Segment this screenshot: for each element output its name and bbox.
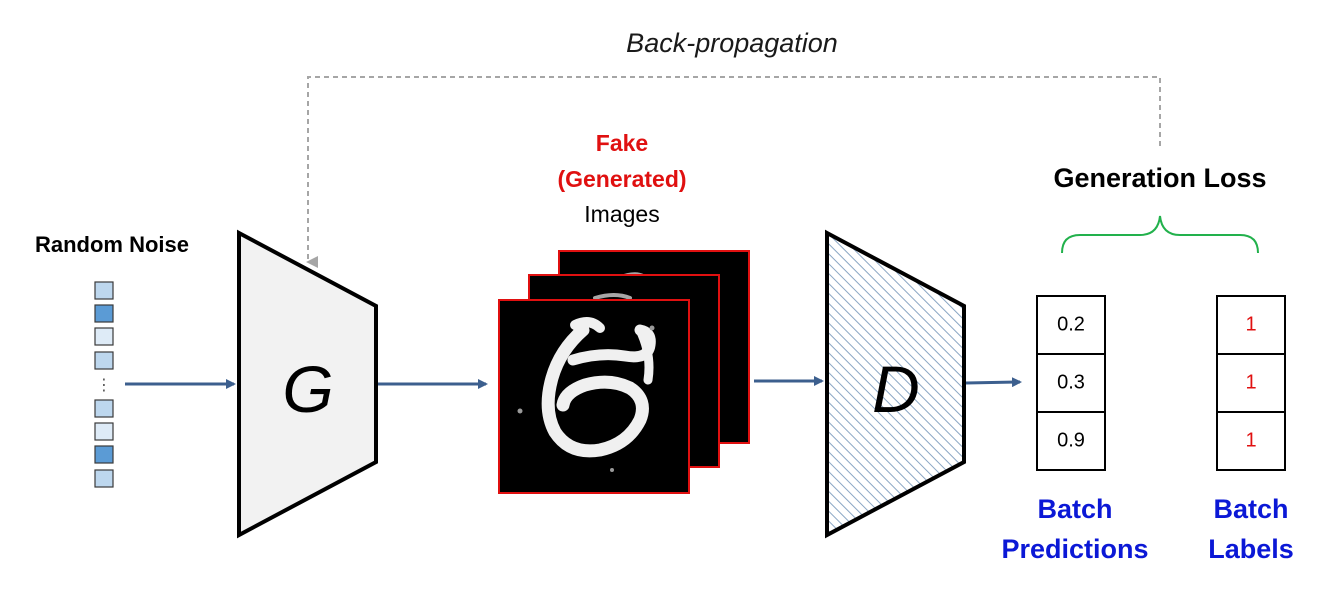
batch-predictions-table: [1036, 295, 1106, 471]
batch-labels-table: [1216, 295, 1286, 471]
batch-predictions-label-line2: Predictions: [1001, 534, 1149, 564]
noise-ellipsis: ⋮: [96, 375, 112, 394]
fake-image-middle-digit: [593, 293, 632, 300]
label-cell: 1: [1245, 313, 1257, 336]
prediction-cell: 0.2: [1057, 313, 1085, 336]
noise-cell: [94, 399, 114, 418]
prediction-cell: 0.3: [1057, 371, 1085, 394]
discriminator-block: [825, 229, 966, 539]
noise-speck: [610, 468, 614, 472]
noise-cell: [94, 351, 114, 370]
generator-letter: G: [282, 352, 333, 426]
random-noise-title: Random Noise: [34, 232, 190, 257]
backprop-label: Back-propagation: [626, 28, 838, 58]
label-cell: 1: [1245, 429, 1257, 452]
generation-loss-title: Generation Loss: [1053, 163, 1267, 193]
noise-cell: [94, 327, 114, 346]
noise-cell: [94, 281, 114, 300]
batch-labels-label-line1: Batch: [1213, 494, 1289, 524]
batch-predictions-label-line1: Batch: [1037, 494, 1113, 524]
fake-images-label-line3: Images: [584, 201, 660, 227]
backprop-arrow: [306, 76, 1161, 268]
noise-speck: [517, 408, 523, 414]
label-cell: 1: [1245, 371, 1257, 394]
noise-cell: [94, 469, 114, 488]
noise-speck: [649, 325, 655, 331]
fake-image-stack: [498, 250, 750, 494]
generated-digit: [541, 317, 656, 458]
generation-loss-brace: [1061, 215, 1259, 254]
generator-block: [237, 229, 378, 539]
noise-cell: [94, 445, 114, 464]
prediction-cell: 0.9: [1057, 429, 1085, 452]
noise-cell: [94, 422, 114, 441]
discriminator-letter: D: [872, 352, 920, 426]
noise-vector: ⋮: [94, 281, 114, 488]
fake-images-label-line1: Fake: [595, 130, 649, 156]
fake-images-label-line2: (Generated): [557, 166, 687, 192]
fake-image-front: [498, 299, 690, 494]
batch-labels-label-line2: Labels: [1208, 534, 1294, 564]
arrow-discriminator-to-predictions: [965, 377, 1022, 388]
noise-cell: [94, 304, 114, 323]
